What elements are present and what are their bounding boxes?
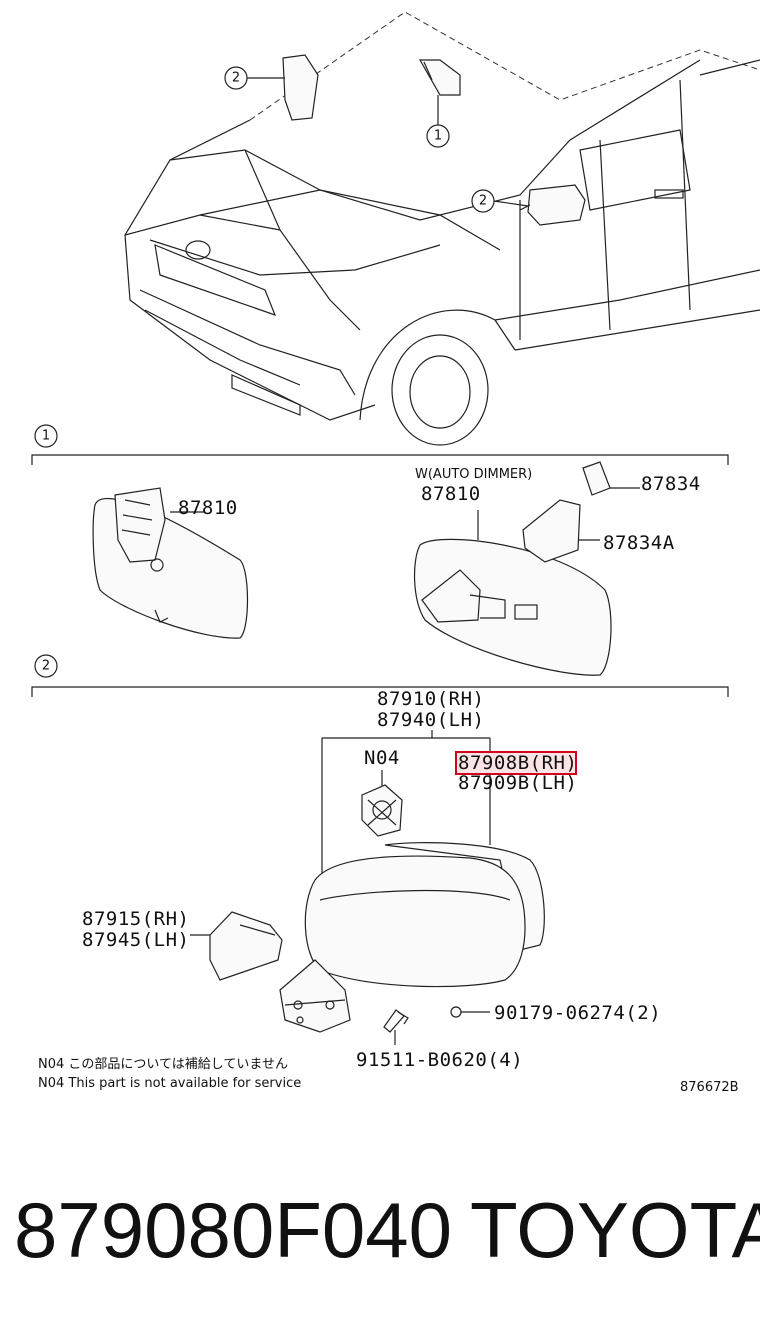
section-1-header: 1 [31, 424, 729, 465]
svg-text:2: 2 [42, 659, 50, 674]
mirror-cover [209, 911, 283, 981]
callout-2-side: 2 [471, 189, 529, 213]
mirror-bracket [522, 461, 640, 563]
footer: 879080F040 TOYOTA [0, 1185, 760, 1295]
svg-text:1: 1 [42, 429, 50, 444]
label-n04: N04 [364, 747, 400, 769]
svg-text:1: 1 [434, 129, 442, 144]
mirror-motor [361, 784, 403, 837]
label-87940-lh: 87940(LH) [377, 709, 484, 731]
section-2-header: 2 [31, 654, 729, 697]
label-87915-rh: 87915(RH) [82, 908, 189, 930]
label-87945-lh: 87945(LH) [82, 929, 189, 951]
label-87834a: 87834A [603, 532, 675, 554]
label-auto-dimmer: W(AUTO DIMMER) [415, 467, 532, 482]
callout-1-top: 1 [426, 95, 450, 148]
label-87909b-lh: 87909B(LH) [458, 772, 577, 794]
svg-text:2: 2 [232, 71, 240, 86]
bolt-part [383, 1009, 409, 1045]
highlight-box [455, 751, 577, 775]
callout-2-top: 2 [224, 66, 285, 90]
label-87908b-rh: 87908B(RH) [458, 752, 577, 774]
screw-part [450, 1006, 490, 1018]
label-87810-standard: 87810 [178, 497, 238, 519]
svg-text:2: 2 [479, 194, 487, 209]
label-87910-rh: 87910(RH) [377, 688, 484, 710]
inner-mirror-standard [92, 487, 249, 639]
label-91511-b0620: 91511-B0620(4) [356, 1049, 523, 1071]
note-english: N04 This part is not available for servi… [38, 1076, 301, 1091]
car-illustration [124, 11, 760, 446]
label-87810-auto: 87810 [421, 483, 481, 505]
outer-mirror-assembly [279, 842, 545, 1033]
diagram-id: 876672B [680, 1080, 739, 1095]
label-87834: 87834 [641, 473, 701, 495]
part-number: 879080F040 [14, 1186, 453, 1274]
brand-name: TOYOTA [470, 1186, 760, 1274]
note-japanese: N04 この部品については補給していません [38, 1057, 288, 1072]
inner-mirror-auto-dimming [413, 538, 612, 676]
label-90179-06274: 90179-06274(2) [494, 1002, 661, 1024]
